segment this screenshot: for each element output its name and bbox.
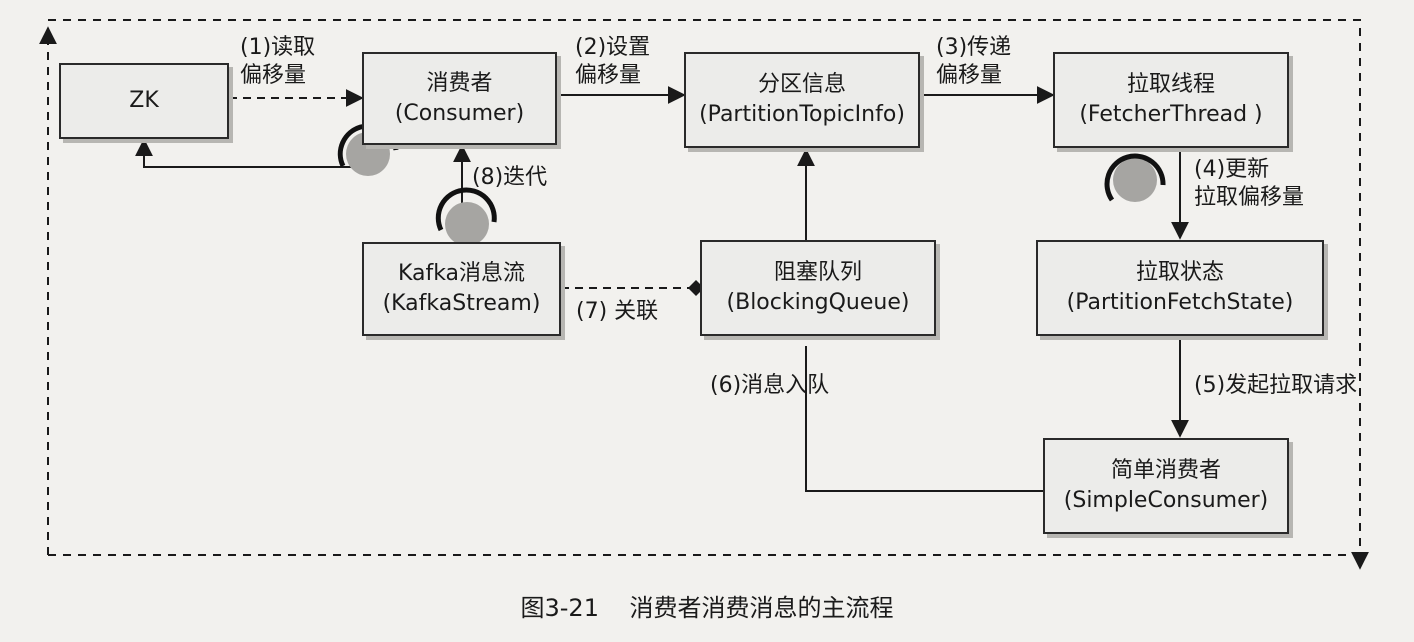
- label-enqueue: (6)消息入队: [710, 372, 829, 400]
- node-zk-line-1: ZK: [129, 88, 159, 113]
- node-simple-consumer-line-1: 简单消费者: [1110, 458, 1221, 483]
- node-kafka-stream: Kafka消息流 (KafkaStream): [362, 242, 561, 336]
- edge-consumer-to-zk: [135, 138, 362, 168]
- edge-enqueue: [805, 346, 1043, 492]
- thread-circle-fetcher: [1104, 153, 1166, 202]
- node-partition-info: 分区信息 (PartitionTopicInfo): [684, 52, 920, 148]
- label-set-offset: (2)设置 偏移量: [575, 34, 650, 90]
- node-kafka-stream-line-1: Kafka消息流: [397, 261, 526, 286]
- label-pass-offset-line-1: (3)传递: [936, 35, 1012, 60]
- label-read-offset-line-1: (1)读取: [240, 35, 316, 60]
- node-fetch-state-line-1: 拉取状态: [1135, 260, 1224, 285]
- label-iterate: (8)迭代: [472, 164, 547, 192]
- node-partition-info-line-1: 分区信息: [757, 72, 846, 97]
- node-blocking-queue-line-1: 阻塞队列: [773, 260, 862, 285]
- node-fetcher-thread: 拉取线程 (FetcherThread ): [1053, 52, 1289, 148]
- label-set-offset-line-2: 偏移量: [575, 63, 642, 88]
- node-simple-consumer: 简单消费者 (SimpleConsumer): [1043, 438, 1289, 534]
- node-consumer-line-1: 消费者: [426, 70, 493, 96]
- label-read-offset-line-2: 偏移量: [240, 63, 307, 88]
- node-kafka-stream-line-2: (KafkaStream): [382, 291, 541, 316]
- node-fetch-state: 拉取状态 (PartitionFetchState): [1036, 240, 1324, 336]
- label-iterate-line-1: (8)迭代: [472, 165, 548, 190]
- thread-circle-stream: [435, 187, 497, 246]
- label-pass-offset-line-2: 偏移量: [936, 63, 1003, 88]
- label-update-offset-line-1: (4)更新: [1194, 157, 1270, 182]
- figure-caption: 图3-21 消费者消费消息的主流程: [520, 594, 894, 622]
- label-fetch-request-line-1: (5)发起拉取请求: [1194, 373, 1358, 398]
- node-simple-consumer-line-2: (SimpleConsumer): [1063, 488, 1269, 513]
- label-set-offset-line-1: (2)设置: [575, 35, 651, 60]
- node-blocking-queue: 阻塞队列 (BlockingQueue): [700, 240, 936, 336]
- node-fetcher-thread-line-1: 拉取线程: [1126, 72, 1215, 97]
- label-fetch-request: (5)发起拉取请求: [1194, 372, 1357, 400]
- node-blocking-queue-line-2: (BlockingQueue): [726, 290, 910, 315]
- outer-loop-top: [48, 19, 1369, 570]
- label-associate: (7) 关联: [576, 298, 658, 326]
- node-consumer: 消费者 (Consumer): [362, 52, 557, 145]
- label-pass-offset: (3)传递 偏移量: [936, 34, 1011, 90]
- node-partition-info-line-2: (PartitionTopicInfo): [699, 102, 905, 127]
- label-update-offset-line-2: 拉取偏移量: [1194, 185, 1305, 210]
- node-consumer-line-2: (Consumer): [394, 100, 525, 126]
- node-zk: ZK: [59, 63, 229, 139]
- label-enqueue-line-1: (6)消息入队: [710, 373, 830, 398]
- label-read-offset: (1)读取 偏移量: [240, 34, 315, 90]
- label-associate-line-1: (7) 关联: [576, 299, 659, 324]
- label-update-offset: (4)更新 拉取偏移量: [1194, 156, 1304, 212]
- node-fetch-state-line-2: (PartitionFetchState): [1066, 290, 1294, 315]
- node-fetcher-thread-line-2: (FetcherThread ): [1079, 102, 1263, 127]
